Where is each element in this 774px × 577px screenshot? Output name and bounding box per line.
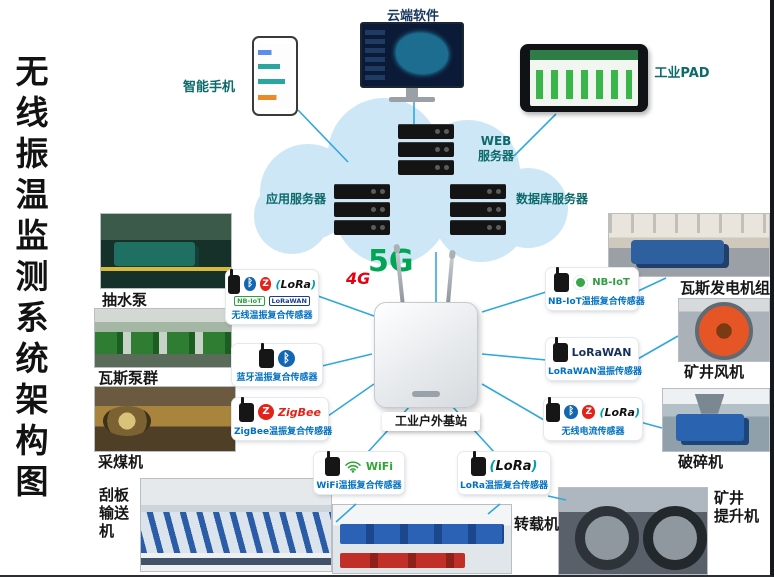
photo-scraper-conveyor [140, 478, 332, 572]
app-server-icon [334, 184, 390, 238]
5g-text: 5G [368, 244, 414, 279]
outdoor-base-station [372, 250, 482, 410]
sensor-label: 无线温振复合传感器 [231, 311, 313, 321]
photo-gas-pump-group [94, 308, 232, 368]
zigbee-icon: Z [259, 277, 272, 291]
monitor-base [389, 97, 435, 102]
db-server-label: 数据库服务器 [515, 192, 588, 206]
scraper-conveyor-label: 刮板输送机 [99, 486, 130, 540]
sensor-device-icon [324, 450, 340, 476]
lorawan-logo: LoRaWAN [571, 345, 632, 359]
nbiot-logo: NB-IoT [592, 276, 630, 288]
zigbee-icon: Z [581, 405, 596, 419]
sensor-label: 无线电流传感器 [561, 427, 625, 437]
sensor-device-icon [259, 342, 274, 368]
monitor-stand [406, 88, 418, 97]
cloud-software-label: 云端软件 [386, 9, 439, 24]
5g-4g-logo: 4G 5G [344, 244, 440, 290]
industrial-pad-label: 工业PAD [654, 66, 710, 81]
sensor-label: NB-IoT温振复合传感器 [548, 297, 645, 307]
coal-shearer-label: 采煤机 [98, 453, 144, 471]
sensor-lora: LoRa LoRa温振复合传感器 [458, 450, 550, 494]
sensor-lorawan: LoRaWAN LoRaWAN温振传感器 [546, 336, 642, 380]
zigbee-logo: ZigBee [278, 405, 321, 419]
sensor-device-icon [554, 266, 570, 292]
photo-gas-generator-set [608, 213, 770, 277]
sensor-wifi: WiFi WiFi温振复合传感器 [314, 450, 404, 494]
gas-generator-set-label: 瓦斯发电机组 [680, 279, 771, 297]
base-station-body [374, 302, 478, 408]
lora-logo: LoRa [599, 406, 640, 419]
sensor-device-icon [239, 396, 255, 422]
sensor-nbiot: NB-IoT NB-IoT温振复合传感器 [546, 266, 645, 310]
4g-text: 4G [346, 269, 371, 288]
photo-mine-fan [678, 298, 770, 362]
photo-water-pump [100, 213, 232, 289]
sensor-label: ZigBee温振复合传感器 [234, 427, 333, 437]
zigbee-icon: Z [258, 404, 275, 420]
lorawan-badge: LoRaWAN [268, 296, 310, 306]
bluetooth-icon: ᛒ [278, 349, 295, 367]
nbiot-icon [573, 274, 589, 290]
sensor-label: LoRa温振复合传感器 [460, 481, 548, 491]
wifi-logo: WiFi [365, 459, 394, 473]
photo-transfer-machine [332, 504, 512, 574]
lora-logo: LoRa [490, 459, 538, 474]
sensor-label: LoRaWAN温振传感器 [548, 367, 642, 377]
app-server-label: 应用服务器 [265, 192, 326, 206]
sensor-device-icon [552, 336, 568, 362]
sensor-device-icon [228, 268, 241, 294]
bluetooth-icon: ᛒ [244, 277, 256, 291]
mine-fan-label: 矿井风机 [684, 363, 745, 381]
bluetooth-icon: ᛒ [564, 405, 578, 419]
mine-hoist-label: 矿井 提升机 [714, 489, 760, 525]
gas-pump-group-label: 瓦斯泵群 [98, 369, 159, 387]
sensor-device-icon [470, 450, 486, 476]
photo-crusher [662, 388, 770, 452]
industrial-pad [520, 44, 648, 112]
transfer-machine-label: 转载机 [514, 515, 560, 533]
smartphone [252, 36, 298, 116]
crusher-label: 破碎机 [678, 453, 724, 471]
antenna-icon [395, 251, 405, 305]
sensor-label: WiFi温振复合传感器 [316, 481, 402, 491]
web-server-icon [398, 124, 454, 178]
diagram-title: 无线振温监测系统架构图 [10, 54, 49, 505]
sensor-wireless-current: ᛒ Z LoRa 无线电流传感器 [544, 396, 642, 440]
db-server-icon [450, 184, 506, 238]
network-cloud [254, 98, 568, 265]
sensor-bluetooth: ᛒ 蓝牙温振复合传感器 [232, 342, 322, 386]
cloud-software-monitor [360, 22, 464, 102]
wifi-icon [345, 461, 361, 473]
antenna-icon [446, 257, 454, 305]
nbiot-badge: NB-IoT [234, 296, 265, 306]
sensor-wireless-multi: ᛒ Z LoRa NB-IoT LoRaWAN 无线温振复合传感器 [226, 268, 318, 324]
photo-coal-shearer [94, 386, 236, 452]
web-server-label: WEB 服务器 [477, 134, 514, 163]
photo-mine-hoist [558, 487, 708, 575]
sensor-zigbee: Z ZigBee ZigBee温振复合传感器 [232, 396, 333, 440]
base-station-label: 工业户外基站 [382, 412, 480, 431]
dashboard-screen [360, 22, 464, 88]
pad-screen [530, 50, 638, 106]
smartphone-label: 智能手机 [182, 80, 235, 95]
water-pump-label: 抽水泵 [102, 291, 148, 309]
lora-logo: LoRa [275, 278, 316, 291]
sensor-device-icon [546, 396, 561, 422]
sensor-label: 蓝牙温振复合传感器 [236, 373, 318, 383]
